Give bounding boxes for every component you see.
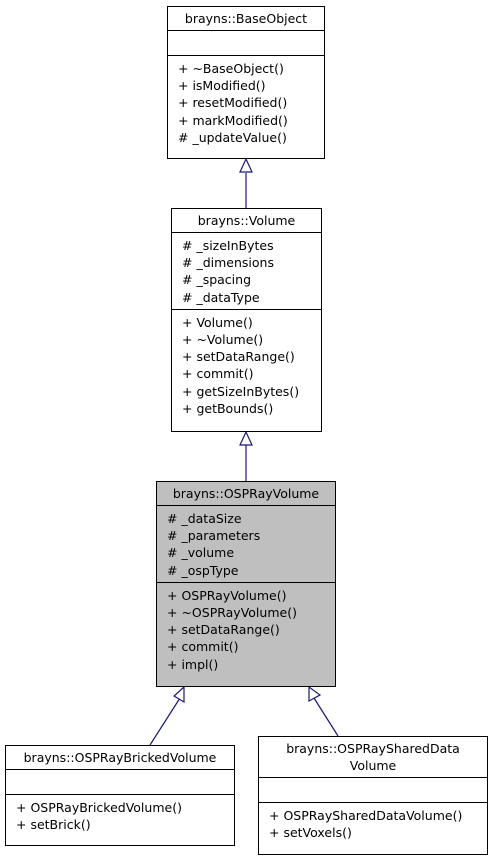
class-name-line: Volume (349, 758, 397, 773)
class-name-line: brayns::OSPRaySharedData (286, 741, 460, 756)
method-row: + OSPRaySharedDataVolume() (269, 808, 463, 823)
method-row: + setDataRange() (182, 349, 295, 365)
method-row: + setBrick() (16, 817, 91, 833)
attribute-row: # _volume (167, 545, 235, 561)
method-row: + getBounds() (182, 400, 274, 416)
attributes-section: # _sizeInBytes # _dimensions # _spacing … (172, 233, 321, 309)
method-row: + markModified() (178, 112, 288, 128)
inheritance-arrowhead (172, 685, 185, 704)
method-row: + OSPRayVolume() (167, 587, 287, 603)
methods-section: + Volume() + ~Volume() + setDataRange() … (172, 308, 321, 420)
inheritance-arrowhead (239, 430, 253, 446)
method-row: + getSizeInBytes() (182, 383, 300, 399)
method-row: + ~OSPRayVolume() (167, 605, 297, 621)
edge-shareddata-to-osprayvolume (313, 697, 339, 737)
method-row: + setVoxels() (269, 825, 352, 841)
method-row: + isModified() (178, 78, 266, 94)
attributes-section (6, 770, 234, 794)
methods-section: + OSPRayBrickedVolume() + setBrick() (6, 794, 234, 836)
method-row: + ~Volume() (182, 332, 264, 348)
inheritance-arrowhead (308, 685, 322, 703)
method-row: + resetModified() (178, 95, 288, 111)
method-row: + commit() (182, 366, 254, 382)
attributes-section (259, 778, 487, 802)
method-row: + commit() (167, 639, 239, 655)
class-osp-ray-shared-data-volume[interactable]: brayns::OSPRaySharedData Volume + OSPRay… (258, 736, 488, 855)
attribute-row: # _ospType (167, 562, 239, 578)
class-volume[interactable]: brayns::Volume # _sizeInBytes # _dimensi… (171, 208, 322, 432)
attributes-section (168, 31, 324, 55)
attribute-row: # _sizeInBytes (182, 238, 274, 253)
methods-section: + OSPRaySharedDataVolume() + setVoxels() (259, 802, 487, 844)
method-row: # _updateValue() (178, 129, 287, 145)
class-base-object[interactable]: brayns::BaseObject + ~BaseObject() + isM… (167, 6, 325, 159)
method-row: + impl() (167, 656, 219, 672)
class-name: brayns::OSPRayVolume (157, 482, 335, 506)
class-name: brayns::Volume (172, 209, 321, 233)
attribute-row: # _dimensions (182, 255, 274, 271)
method-row: + Volume() (182, 314, 253, 330)
edge-bricked-to-osprayvolume (149, 697, 181, 746)
attribute-row: # _dataSize (167, 511, 242, 526)
methods-section: + OSPRayVolume() + ~OSPRayVolume() + set… (157, 581, 335, 676)
attribute-row: # _parameters (167, 528, 261, 544)
class-osp-ray-bricked-volume[interactable]: brayns::OSPRayBrickedVolume + OSPRayBric… (5, 745, 235, 846)
attributes-section: # _dataSize # _parameters # _volume # _o… (157, 506, 335, 582)
attribute-row: # _dataType (182, 289, 260, 305)
attribute-row: # _spacing (182, 272, 252, 288)
method-row: + OSPRayBrickedVolume() (16, 800, 182, 815)
method-row: + setDataRange() (167, 622, 280, 638)
class-osp-ray-volume[interactable]: brayns::OSPRayVolume # _dataSize # _para… (156, 481, 336, 687)
class-name: brayns::BaseObject (168, 7, 324, 31)
class-name: brayns::OSPRaySharedData Volume (259, 737, 487, 778)
methods-section: + ~BaseObject() + isModified() + resetMo… (168, 55, 324, 149)
method-row: + ~BaseObject() (178, 61, 284, 76)
inheritance-arrowhead (239, 157, 253, 173)
class-name: brayns::OSPRayBrickedVolume (6, 746, 234, 770)
